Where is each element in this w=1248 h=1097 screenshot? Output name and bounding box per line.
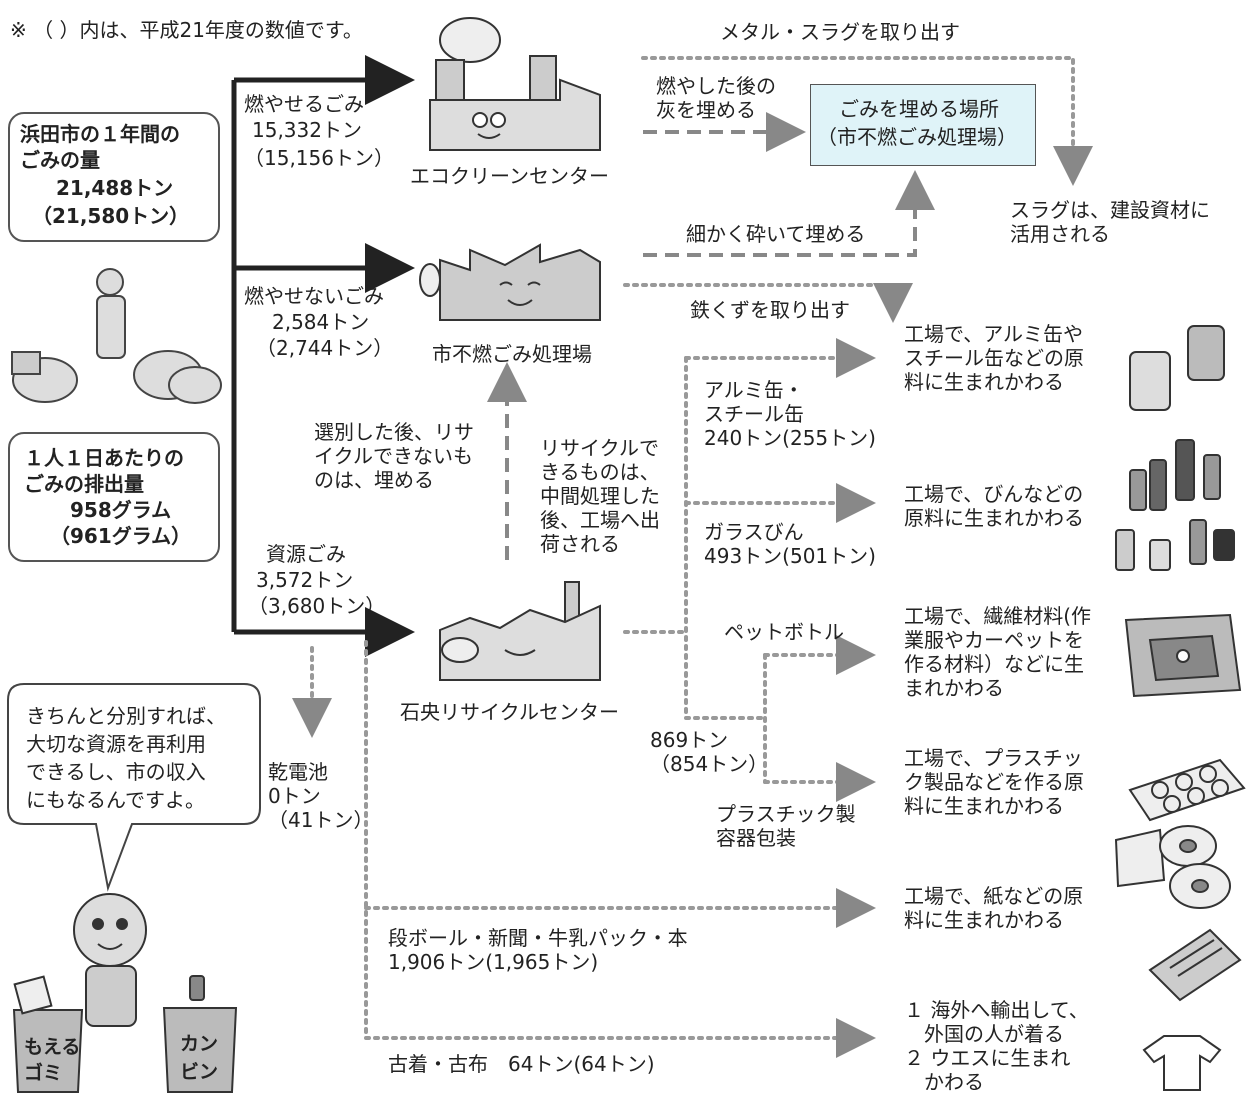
total-title-1: 浜田市の１年間の: [20, 122, 180, 146]
pet-label: ペットボトル: [724, 620, 844, 644]
recyclable-label: リサイクルで きるものは、 中間処理した 後、工場へ出 荷される: [540, 436, 660, 556]
speech-text: きちんと分別すれば、 大切な資源を再利用 できるし、市の収入 にもなるんですよ。: [26, 704, 226, 812]
nonburn-factory-icon: [419, 243, 601, 321]
egg-tray-icon: [1128, 758, 1246, 822]
eco-factory-icon: [429, 17, 601, 151]
burnable-name: 燃やせるごみ: [244, 92, 364, 116]
cloth-outcome: １ 海外へ輸出して、 外国の人が着る ２ ウエスに生まれ かわる: [904, 998, 1089, 1094]
burnable-amount: 15,332トン: [252, 118, 362, 142]
toilet-paper-icon: [1114, 825, 1231, 909]
sorted-label: 選別した後、リサ イクルできないも のは、埋める: [314, 420, 474, 492]
burnable-prev: （15,156トン）: [244, 146, 394, 170]
daily-value: 958グラム: [70, 498, 172, 522]
newspaper-icon: [1148, 928, 1242, 1002]
cloth-label: 古着・古布 64トン(64トン): [388, 1052, 655, 1076]
note-text: ※ （ ）内は、平成21年度の数値です。: [10, 18, 363, 42]
iron-label: 鉄くずを取り出す: [690, 298, 850, 322]
recycle-center-label: 石央リサイクルセンター: [400, 700, 619, 724]
nonburnable-prev: （2,744トン）: [256, 336, 394, 360]
daily-waste-box: １人１日あたりの ごみの排出量 958グラム （961グラム）: [8, 432, 220, 562]
glass-outcome: 工場で、びんなどの 原料に生まれかわる: [904, 482, 1084, 530]
total-title-2: ごみの量: [20, 148, 100, 172]
clothes-icon: [1142, 1035, 1222, 1091]
metal-slag-label: メタル・スラグを取り出す: [720, 20, 960, 44]
dashed-flows: [487, 112, 935, 560]
bin-can-bottle-label: カン ビン: [180, 1033, 219, 1083]
battery-label: 乾電池 0トン （41トン）: [268, 760, 374, 832]
slag-use-label: スラグは、建設資材に 活用される: [1010, 198, 1210, 246]
paper-label: 段ボール・新聞・牛乳パック・本 1,906トン(1,965トン): [388, 926, 688, 974]
landfill-box: ごみを埋める場所 （市不燃ごみ処理場）: [810, 84, 1036, 166]
resource-prev: （3,680トン）: [248, 594, 386, 618]
cans-outcome: 工場で、アルミ缶や スチール缶などの原 料に生まれかわる: [904, 322, 1084, 394]
crush-label: 細かく砕いて埋める: [686, 222, 866, 246]
dotted-flows: [292, 56, 1093, 1058]
pet-outcome: 工場で、繊維材料(作 業服やカーペットを 作る材料）などに生 まれかわる: [904, 604, 1092, 700]
total-value: 21,488トン: [56, 176, 174, 200]
total-waste-box: 浜田市の１年間の ごみの量 21,488トン （21,580トン）: [8, 112, 220, 242]
glass-label: ガラスびん 493トン(501トン): [704, 520, 876, 568]
bin-burnable-label: もえる ゴミ: [24, 1036, 81, 1084]
main-trunk: [231, 55, 415, 657]
carpet-icon: [1124, 613, 1242, 698]
landfill-title: ごみを埋める場所: [839, 97, 999, 121]
daily-prev: （961グラム）: [50, 524, 192, 548]
cans-label: アルミ缶・ スチール缶 240トン(255トン): [704, 378, 876, 450]
recycle-factory-icon: [439, 581, 601, 681]
plastic-outcome: 工場で、プラスチッ ク製品などを作る原 料に生まれかわる: [904, 746, 1084, 818]
resource-amount: 3,572トン: [256, 568, 354, 592]
resource-name: 資源ごみ: [266, 542, 346, 566]
landfill-subtitle: （市不燃ごみ処理場）: [817, 125, 1017, 149]
bottles-icon: [1115, 439, 1235, 571]
paper-outcome: 工場で、紙などの原 料に生まれかわる: [904, 884, 1084, 932]
nonburn-plant-label: 市不燃ごみ処理場: [432, 342, 592, 366]
ash-label: 燃やした後の 灰を埋める: [656, 74, 776, 122]
plastic-label: プラスチック製 容器包装: [716, 802, 856, 850]
eco-center-label: エコクリーンセンター: [410, 164, 609, 188]
total-prev: （21,580トン）: [32, 204, 190, 228]
daily-title-2: ごみの排出量: [24, 472, 144, 496]
nonburnable-amount: 2,584トン: [272, 310, 370, 334]
nonburnable-name: 燃やせないごみ: [244, 284, 384, 308]
daily-title-1: １人１日あたりの: [24, 446, 184, 470]
plastic-total-label: 869トン （854トン）: [650, 728, 769, 776]
cans-icon: [1129, 325, 1225, 411]
